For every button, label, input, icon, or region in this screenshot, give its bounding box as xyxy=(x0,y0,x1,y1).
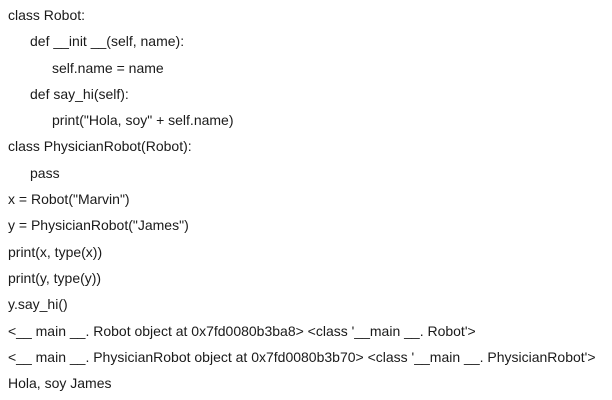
code-line-class-robot: class Robot: xyxy=(8,7,86,23)
output-line-hola-soy-james: Hola, soy James xyxy=(8,375,112,392)
code-line-self-name-assign: self.name = name xyxy=(52,59,164,76)
code-line-y-assign: y = PhysicianRobot("James") xyxy=(8,217,189,234)
code-line-print-hola: print("Hola, soy" + self.name) xyxy=(52,112,234,129)
code-line-print-y: print(y, type(y)) xyxy=(8,269,102,286)
code-line-x-assign: x = Robot("Marvin") xyxy=(8,191,130,208)
code-line-y-say-hi-call: y.say_hi() xyxy=(8,296,68,313)
code-line-pass: pass xyxy=(30,164,60,181)
code-line-def-init: def __init __(self, name): xyxy=(30,33,185,50)
output-line-robot-object: <__ main __. Robot object at 0x7fd0080b3… xyxy=(8,322,476,339)
code-line-print-x: print(x, type(x)) xyxy=(8,243,103,260)
code-line-def-say-hi: def say_hi(self): xyxy=(30,85,129,102)
code-line-class-physicianrobot: class PhysicianRobot(Robot): xyxy=(8,138,192,155)
output-line-physicianrobot-object: <__ main __. PhysicianRobot object at 0x… xyxy=(8,348,596,365)
